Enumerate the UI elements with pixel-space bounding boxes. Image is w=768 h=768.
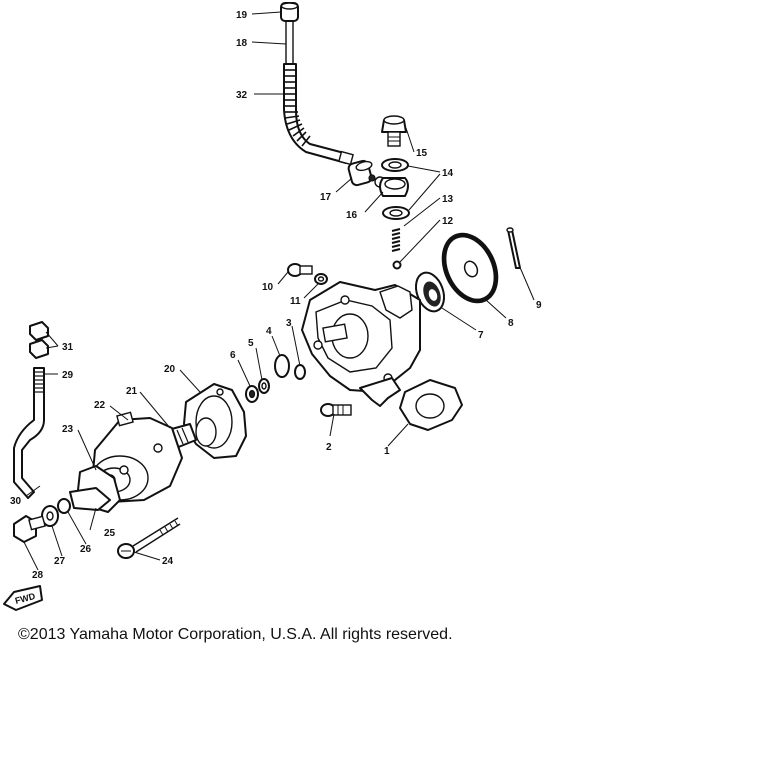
part-nuts (29, 321, 49, 359)
callout-12: 12 (442, 216, 454, 227)
callout-13: 13 (442, 194, 454, 205)
part-fitting (347, 159, 373, 187)
callout-leaders (23, 11, 535, 571)
callout-17: 17 (320, 192, 332, 203)
part-coiled-hose (283, 63, 354, 166)
part-nut-6 (245, 385, 259, 403)
part-check-ball (392, 260, 402, 270)
part-oil-seal (414, 271, 446, 313)
callout-30: 30 (10, 496, 22, 507)
part-cable-rod (13, 367, 45, 499)
callout-5: 5 (248, 338, 254, 349)
callout-20: 20 (164, 364, 176, 375)
part-pump-gasket (399, 379, 463, 431)
part-washer (314, 273, 328, 285)
callout-11: 11 (290, 296, 301, 307)
part-pump-body (301, 281, 421, 407)
part-lever (69, 487, 111, 511)
part-cap (280, 2, 299, 22)
callout-labels: 19 18 32 15 14 17 16 13 12 10 11 9 8 7 3… (10, 10, 542, 581)
callout-31: 31 (62, 342, 74, 353)
callout-4: 4 (266, 326, 272, 337)
callout-29: 29 (62, 370, 74, 381)
part-union-bolt (381, 115, 407, 147)
callout-9: 9 (536, 300, 542, 311)
callout-19: 19 (236, 10, 248, 21)
part-cover (183, 383, 247, 459)
callout-27: 27 (54, 556, 66, 567)
callout-23: 23 (62, 424, 74, 435)
callout-6: 6 (230, 350, 236, 361)
part-bolt-28 (13, 515, 46, 543)
part-bolt (320, 403, 352, 417)
part-plate-4 (274, 354, 290, 378)
callout-21: 21 (126, 386, 138, 397)
part-pipe (285, 22, 294, 64)
part-gaskets (381, 158, 410, 220)
callout-1: 1 (384, 446, 390, 457)
callout-25: 25 (104, 528, 116, 539)
callout-14: 14 (442, 168, 454, 179)
part-washer-3 (294, 364, 306, 380)
callout-26: 26 (80, 544, 92, 555)
callout-10: 10 (262, 282, 274, 293)
part-long-screw (117, 517, 181, 559)
callout-24: 24 (162, 556, 174, 567)
callout-8: 8 (508, 318, 514, 329)
part-drive-gear (441, 232, 499, 304)
callout-32: 32 (236, 90, 248, 101)
part-washer-5 (258, 378, 270, 394)
callout-16: 16 (346, 210, 358, 221)
part-pin (506, 227, 521, 269)
part-screw (287, 263, 313, 277)
part-banjo-union (368, 174, 409, 197)
forward-direction-marker: FWD (3, 585, 43, 611)
callout-3: 3 (286, 318, 292, 329)
part-spring (391, 228, 401, 252)
callout-18: 18 (236, 38, 248, 49)
callout-28: 28 (32, 570, 44, 581)
callout-2: 2 (326, 442, 332, 453)
copyright-notice: ©2013 Yamaha Motor Corporation, U.S.A. A… (18, 626, 453, 643)
callout-22: 22 (94, 400, 106, 411)
callout-7: 7 (478, 330, 484, 341)
callout-15: 15 (416, 148, 428, 159)
part-washer-26 (57, 498, 71, 514)
oil-pump-exploded-diagram: 19 18 32 15 14 17 16 13 12 10 11 9 8 7 3… (3, 2, 542, 611)
